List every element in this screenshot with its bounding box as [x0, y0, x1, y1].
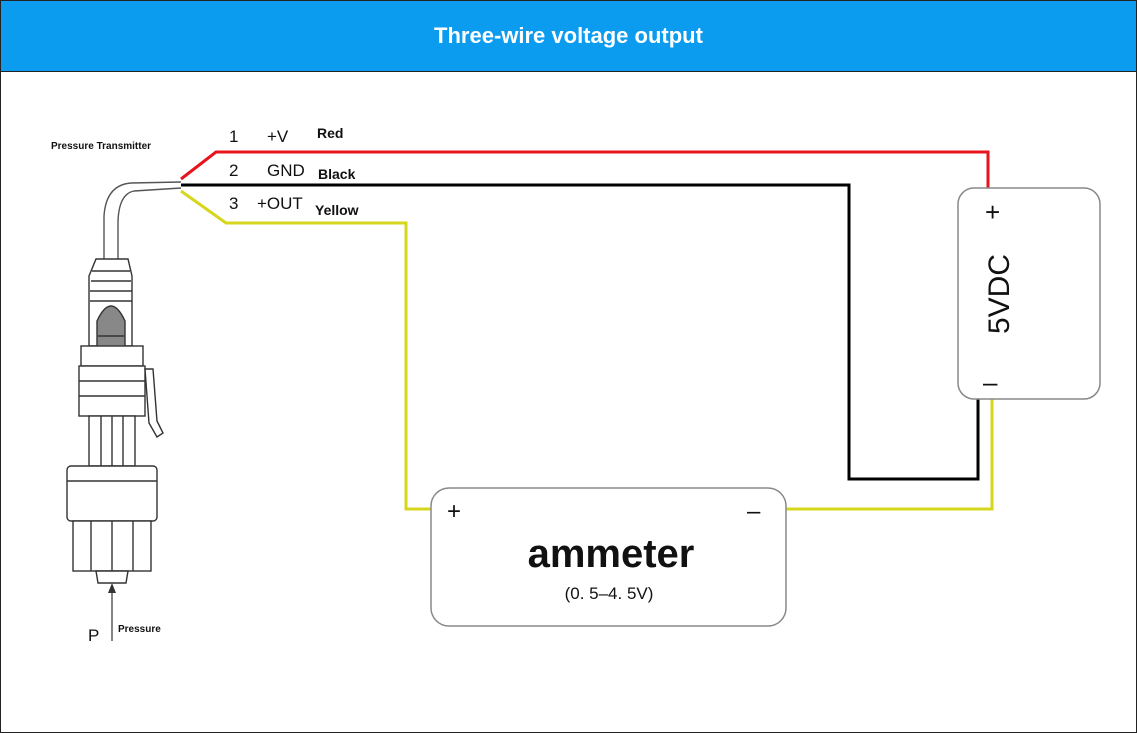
pressure-label: Pressure	[118, 624, 161, 635]
page-title: Three-wire voltage output	[434, 23, 703, 48]
wire-2-color: Black	[318, 166, 356, 182]
power-supply-label: 5VDC	[983, 254, 1016, 334]
power-supply-minus: –	[983, 367, 998, 397]
pressure-symbol: P	[88, 626, 99, 645]
pressure-arrow-head	[108, 583, 116, 593]
header-bar: Three-wire voltage output	[1, 1, 1136, 72]
ammeter-range: (0. 5–4. 5V)	[565, 584, 654, 603]
yellow-wire	[180, 189, 431, 511]
black-wire	[181, 183, 980, 481]
ammeter-box	[430, 487, 787, 627]
wire-1-signal: +V	[267, 127, 289, 146]
red-wire	[180, 150, 990, 189]
wire-1-color: Red	[317, 125, 343, 141]
wire-3-color: Yellow	[315, 202, 359, 218]
wiring-diagram: 1 +V Red 2 GND Black 3 +OUT Yellow + – 5…	[51, 125, 1101, 645]
ammeter-label: ammeter	[528, 532, 695, 576]
transmitter-label: Pressure Transmitter	[51, 141, 151, 152]
pressure-transmitter-drawing	[66, 181, 182, 584]
ammeter-minus: –	[747, 498, 761, 525]
wire-3-signal: +OUT	[257, 194, 303, 213]
power-supply-plus: +	[985, 197, 1000, 227]
wire-2-pin: 2	[229, 161, 238, 180]
wire-3-pin: 3	[229, 194, 238, 213]
wire-1-pin: 1	[229, 127, 238, 146]
wire-2-signal: GND	[267, 161, 305, 180]
ammeter-plus: +	[447, 498, 461, 525]
yellow-wire-return	[786, 399, 994, 511]
power-supply-box	[957, 187, 1101, 400]
